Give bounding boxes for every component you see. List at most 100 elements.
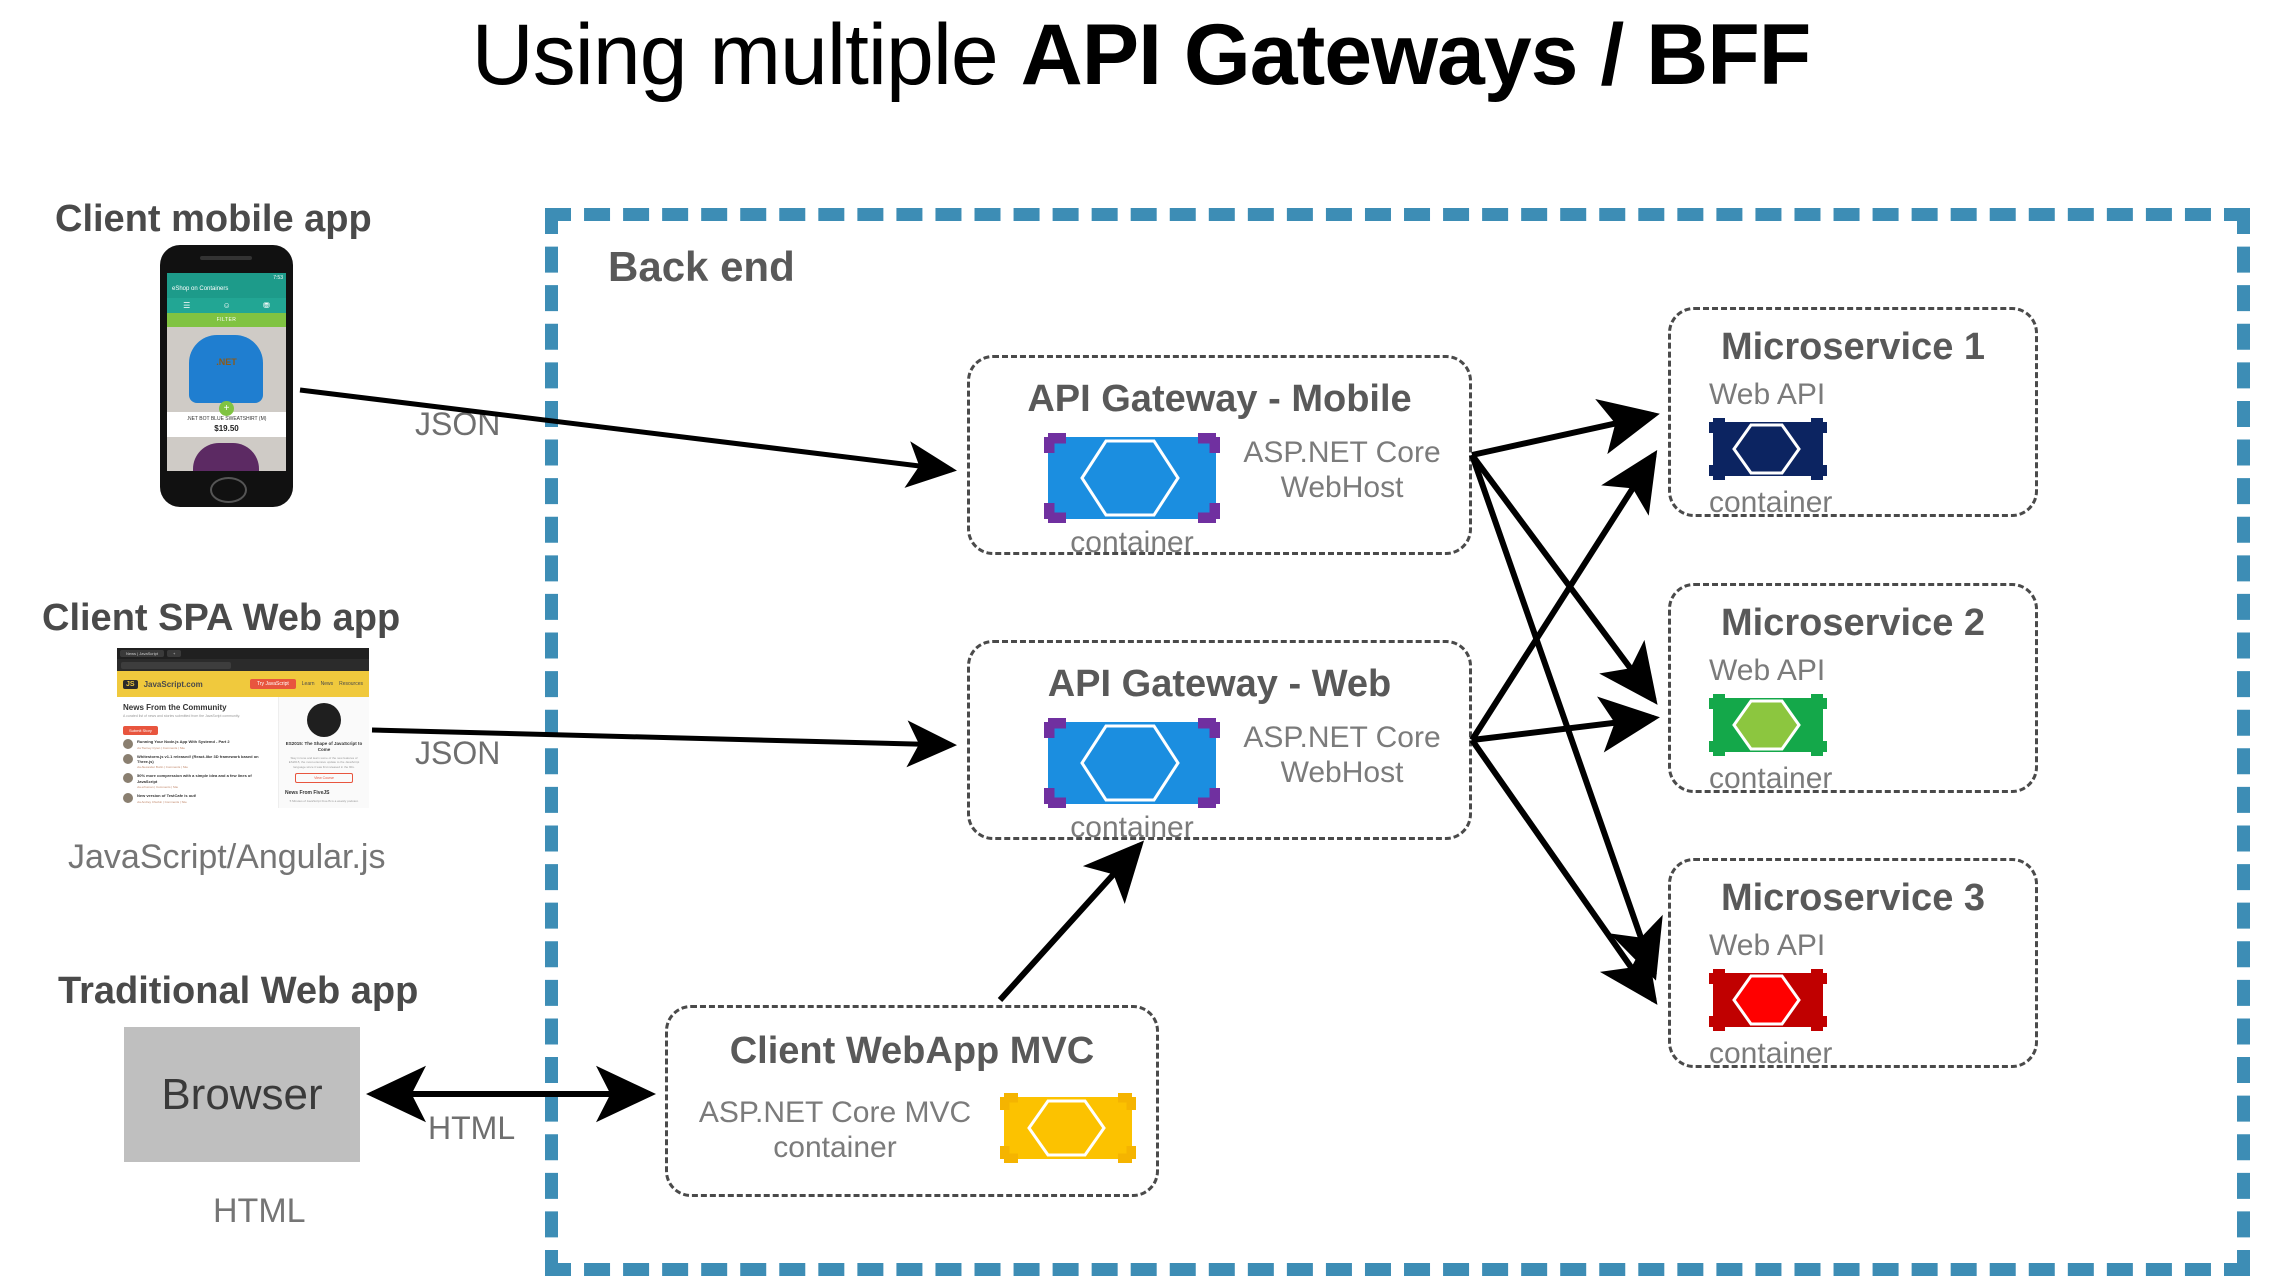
phone-filter-button: FILTER xyxy=(167,313,286,327)
page-body: News From the Community A curated list o… xyxy=(117,697,369,808)
url-field xyxy=(121,661,231,669)
course-badge-icon xyxy=(307,703,341,737)
microservice-2-title: Microservice 2 xyxy=(1720,602,1986,644)
user-icon: ☺ xyxy=(222,301,231,310)
try-javascript-button: Try JavaScript xyxy=(250,679,296,689)
title-light: Using multiple xyxy=(471,7,1021,103)
news-item-title: 50% more compression with a simple idea … xyxy=(137,773,252,784)
news-item-meta: via Andrey Churkin | Comments | Site xyxy=(137,799,187,804)
microservice-1-container-label: container xyxy=(1709,486,1833,519)
mobile-device-mockup: 7:53 eShop on Containers ☰ ☺ ⛃ FILTER .N… xyxy=(160,245,293,507)
news-item-meta: via erhuman | Comments | Site xyxy=(137,785,179,790)
avatar xyxy=(123,753,133,764)
nav-link-resources: Resources xyxy=(339,681,363,687)
list-item: 50% more compression with a simple idea … xyxy=(123,773,272,789)
api-gateway-web-container-label: container xyxy=(1070,811,1194,844)
client-spa-label: Client SPA Web app xyxy=(42,597,401,639)
view-course-button: View Course xyxy=(295,773,353,784)
container-icon xyxy=(1044,433,1220,523)
microservice-2-container-label: container xyxy=(1709,762,1833,795)
list-item: Whitestorm.js v1.1 released! (React-like… xyxy=(123,753,272,770)
microservice-3-kind: Web API xyxy=(1709,929,1826,962)
client-webapp-mvc-card[interactable]: Client WebApp MVC ASP.NET Core MVC conta… xyxy=(665,1005,1159,1197)
sidebar-title-2: News From FiveJS xyxy=(285,790,330,797)
api-gateway-mobile-title: API Gateway - Mobile xyxy=(1027,378,1412,420)
phone-tab-bar: ☰ ☺ ⛃ xyxy=(167,298,286,313)
container-icon xyxy=(1709,694,1827,756)
news-item-meta: via Tierney Cyren | Comments | Site xyxy=(137,745,185,750)
phone-product-photo-2 xyxy=(167,437,286,471)
api-gateway-web-card[interactable]: API Gateway - Web container ASP.NET Core… xyxy=(967,640,1472,844)
news-headline: News From the Community xyxy=(123,703,227,712)
microservice-2-kind: Web API xyxy=(1709,654,1826,687)
api-gateway-web-title: API Gateway - Web xyxy=(1047,663,1392,705)
browser-tab-bar: News | JavaScript + xyxy=(117,648,369,659)
microservice-3-card[interactable]: Microservice 3 Web API container xyxy=(1668,858,2038,1070)
microservice-1-card[interactable]: Microservice 1 Web API container xyxy=(1668,307,2038,519)
microservice-1-kind: Web API xyxy=(1709,378,1826,411)
container-icon xyxy=(1044,718,1220,808)
hoodie-graphic xyxy=(189,335,263,403)
news-item-title: New version of TestCafe is out! xyxy=(137,793,197,799)
list-item: New version of TestCafe is out! via Andr… xyxy=(123,793,272,804)
phone-product-name: .NET BOT BLUE SWEATSHIRT (M) xyxy=(167,412,286,424)
hoodie-logo-text: .NET xyxy=(216,357,237,367)
client-webapp-mvc-title: Client WebApp MVC xyxy=(729,1030,1095,1072)
microservice-3-container-label: container xyxy=(1709,1037,1833,1070)
avatar xyxy=(123,793,133,804)
api-gateway-mobile-container-label: container xyxy=(1070,526,1194,559)
client-mobile-label: Client mobile app xyxy=(55,198,372,240)
sidebar-title: ES2015: The Shape of JavaScript to Come xyxy=(285,741,363,752)
client-webapp-mvc-tech: ASP.NET Core MVC container xyxy=(698,1096,972,1164)
menu-icon: ☰ xyxy=(183,301,191,310)
container-icon xyxy=(1709,969,1827,1031)
list-item: Running Your Node.js App With Systemd - … xyxy=(123,739,272,750)
avatar xyxy=(123,773,133,784)
cart-icon: ⛃ xyxy=(263,301,270,310)
submit-story-button: Submit Story xyxy=(123,726,158,736)
api-gateway-mobile-tech: ASP.NET Core WebHost xyxy=(1243,436,1441,504)
phone-speaker xyxy=(200,256,252,260)
browser-tab: News | JavaScript xyxy=(120,650,164,657)
container-icon xyxy=(1000,1093,1136,1163)
sidebar-text-2: 5 Minutes of JavaScript FiveJS is a week… xyxy=(289,799,359,804)
phone-app-title: eShop on Containers xyxy=(167,283,286,298)
phone-status-bar: 7:53 xyxy=(167,273,286,283)
api-gateway-mobile-card[interactable]: API Gateway - Mobile container ASP.NET C… xyxy=(967,355,1472,559)
news-column: News From the Community A curated list o… xyxy=(117,697,278,808)
browser-url-bar xyxy=(117,659,369,671)
microservice-1-title: Microservice 1 xyxy=(1720,326,1986,368)
avatar xyxy=(123,739,133,750)
microservice-2-card[interactable]: Microservice 2 Web API container xyxy=(1668,583,2038,795)
phone-home-button xyxy=(210,477,247,503)
microservice-3-title: Microservice 3 xyxy=(1720,877,1986,919)
traditional-web-label: Traditional Web app xyxy=(58,970,419,1012)
js-logo-icon: JS xyxy=(123,679,138,689)
backend-label: Back end xyxy=(608,243,795,290)
phone-screen: 7:53 eShop on Containers ☰ ☺ ⛃ FILTER .N… xyxy=(167,273,286,471)
api-gateway-web-tech: ASP.NET Core WebHost xyxy=(1243,721,1441,789)
sidebar-text: Stay in tune and learn some of the new f… xyxy=(288,755,360,769)
edge-label-json-spa: JSON xyxy=(415,735,501,771)
spa-browser-mockup: News | JavaScript + JS JavaScript.com Tr… xyxy=(117,648,369,808)
news-item-meta: via Alexander Buzin | Comments | Site xyxy=(137,765,188,770)
nav-link-learn: Learn xyxy=(301,681,315,687)
sidebar-column: ES2015: The Shape of JavaScript to Come … xyxy=(278,697,369,808)
site-brand: JavaScript.com xyxy=(143,679,203,689)
new-tab-icon: + xyxy=(166,650,182,657)
spa-tech-label: JavaScript/Angular.js xyxy=(68,838,386,876)
page-title: Using multiple API Gateways / BFF xyxy=(0,6,2282,105)
edge-label-json-mobile: JSON xyxy=(415,406,501,442)
container-icon xyxy=(1709,418,1827,480)
browser-box: Browser xyxy=(124,1027,360,1162)
nav-link-news: News xyxy=(320,681,334,687)
edge-label-html: HTML xyxy=(428,1110,516,1146)
news-item-title: Whitestorm.js v1.1 released! (React-like… xyxy=(137,753,259,765)
browser-box-text: Browser xyxy=(161,1069,323,1119)
news-subhead: A curated list of news and stories submi… xyxy=(123,714,241,718)
news-item-title: Running Your Node.js App With Systemd - … xyxy=(137,739,230,745)
add-to-cart-icon: + xyxy=(219,401,234,416)
title-bold: API Gateways / BFF xyxy=(1020,7,1812,103)
phone-product-price: $19.50 xyxy=(167,424,286,437)
